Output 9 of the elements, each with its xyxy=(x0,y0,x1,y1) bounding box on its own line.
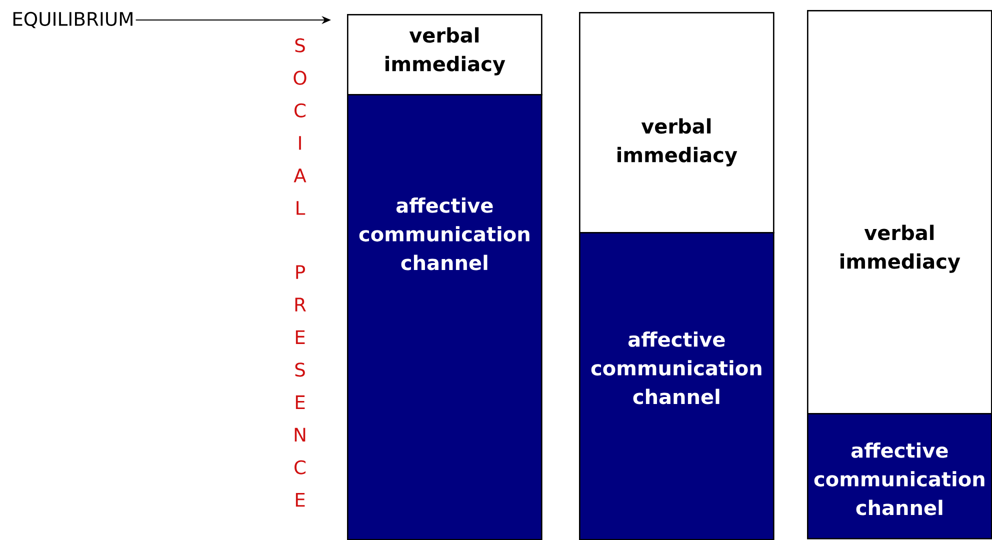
vertical-label: SOCIAL xyxy=(294,38,306,215)
verbal-box: verbal immediacy xyxy=(807,10,992,414)
verbal-box: verbal immediacy xyxy=(579,12,774,234)
affective-box: affective communication channel xyxy=(347,94,542,540)
verbal-box: verbal immediacy xyxy=(347,14,542,96)
vertical-label: PRESENCE xyxy=(294,265,306,507)
affective-box: affective communication channel xyxy=(579,232,774,540)
text-label: EQUILIBRIUM xyxy=(13,12,132,28)
affective-box: affective communication channel xyxy=(807,413,992,540)
